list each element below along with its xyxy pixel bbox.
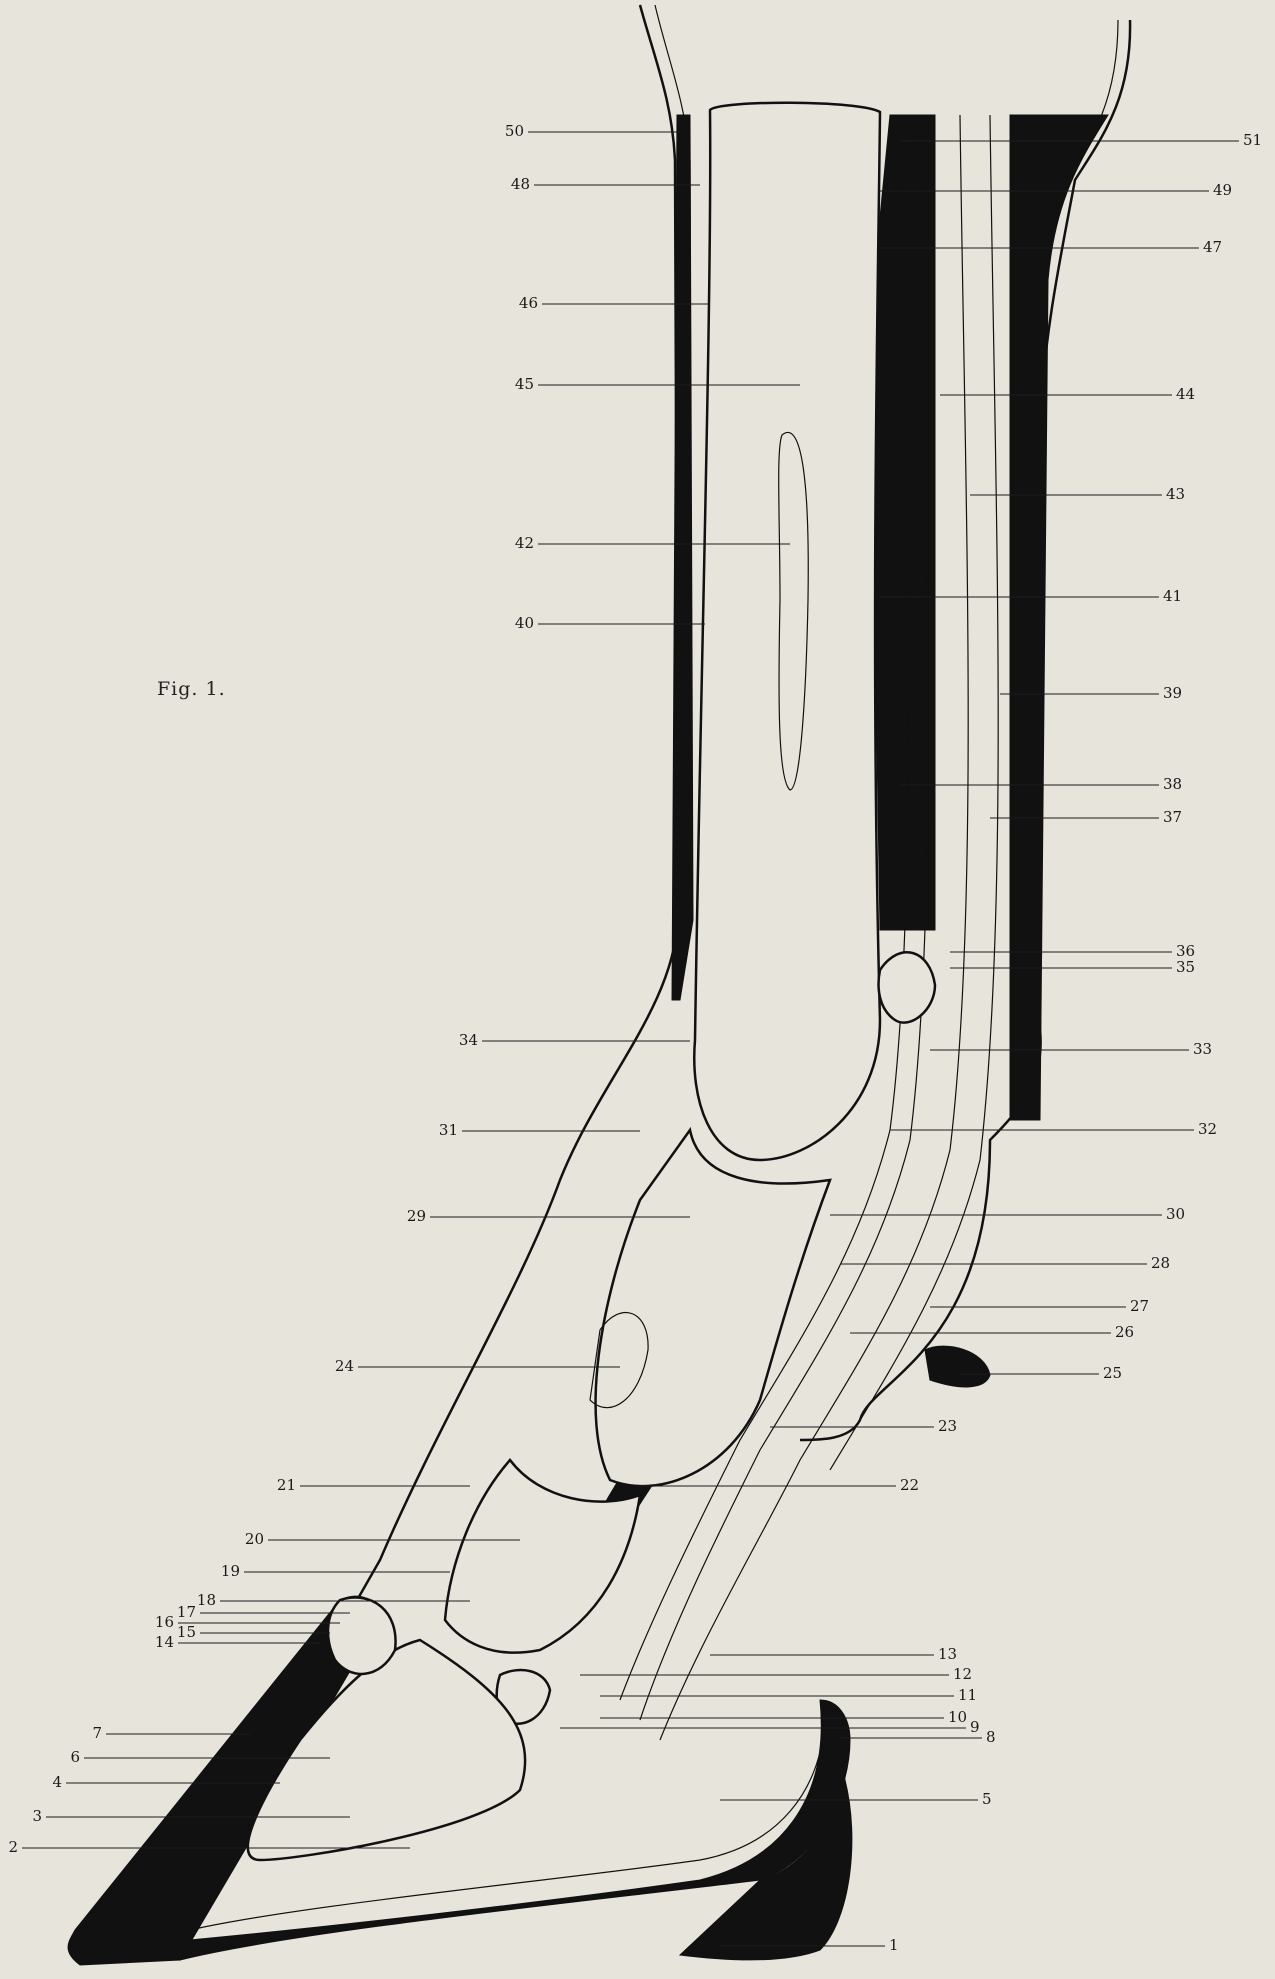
callout-label-44: 44: [1176, 385, 1195, 403]
callout-label-20: 20: [245, 1530, 264, 1548]
callout-label-18: 18: [197, 1591, 216, 1609]
callout-label-38: 38: [1163, 775, 1182, 793]
callout-label-6: 6: [70, 1748, 80, 1766]
callout-label-7: 7: [92, 1724, 102, 1742]
callout-label-39: 39: [1163, 684, 1182, 702]
callout-label-33: 33: [1193, 1040, 1212, 1058]
callout-label-8: 8: [986, 1728, 996, 1746]
callout-label-12: 12: [953, 1665, 972, 1683]
callout-label-22: 22: [900, 1476, 919, 1494]
callout-label-28: 28: [1151, 1254, 1170, 1272]
callout-label-19: 19: [221, 1562, 240, 1580]
callout-label-40: 40: [515, 614, 534, 632]
callout-label-35: 35: [1176, 958, 1195, 976]
callout-label-11: 11: [958, 1686, 977, 1704]
callout-label-5: 5: [982, 1790, 992, 1808]
callout-label-9: 9: [970, 1718, 980, 1736]
coronary-band: [328, 1597, 396, 1673]
callout-label-24: 24: [335, 1357, 354, 1375]
callout-label-3: 3: [32, 1807, 42, 1825]
callout-label-51: 51: [1243, 131, 1262, 149]
callout-label-36: 36: [1176, 942, 1195, 960]
callout-label-30: 30: [1166, 1205, 1185, 1223]
callout-label-21: 21: [277, 1476, 296, 1494]
callout-label-17: 17: [177, 1603, 196, 1621]
proximal-sesamoid: [879, 952, 935, 1022]
callout-label-16: 16: [155, 1613, 174, 1631]
callout-label-2: 2: [8, 1838, 18, 1856]
dark-tissue-tendon-sheath: [870, 115, 935, 930]
callout-label-32: 32: [1198, 1120, 1217, 1138]
callout-label-41: 41: [1163, 587, 1182, 605]
cannon-bone: [694, 103, 880, 1160]
callout-label-45: 45: [515, 375, 534, 393]
callout-label-1: 1: [889, 1936, 899, 1954]
ergot: [925, 1346, 990, 1387]
figure-title: Fig. 1.: [157, 678, 226, 700]
callout-label-31: 31: [439, 1121, 458, 1139]
callout-label-49: 49: [1213, 181, 1232, 199]
second-phalanx: [445, 1460, 640, 1653]
callout-label-37: 37: [1163, 808, 1182, 826]
callout-label-25: 25: [1103, 1364, 1122, 1382]
callout-label-26: 26: [1115, 1323, 1134, 1341]
callout-label-23: 23: [938, 1417, 957, 1435]
callout-label-43: 43: [1166, 485, 1185, 503]
callout-label-13: 13: [938, 1645, 957, 1663]
callout-label-34: 34: [459, 1031, 478, 1049]
callout-label-4: 4: [52, 1773, 62, 1791]
callout-label-14: 14: [155, 1633, 174, 1651]
callout-label-15: 15: [177, 1623, 196, 1641]
callout-label-46: 46: [519, 294, 538, 312]
callout-label-27: 27: [1130, 1297, 1149, 1315]
callout-label-42: 42: [515, 534, 534, 552]
first-phalanx: [596, 1130, 830, 1486]
callout-label-50: 50: [505, 122, 524, 140]
callout-label-29: 29: [407, 1207, 426, 1225]
callout-label-48: 48: [511, 175, 530, 193]
callout-label-47: 47: [1203, 238, 1222, 256]
callout-label-10: 10: [948, 1708, 967, 1726]
